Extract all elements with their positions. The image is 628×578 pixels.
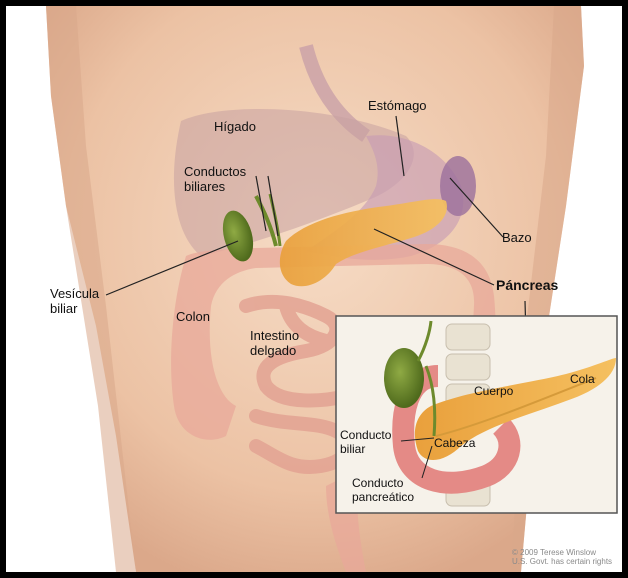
credit-line-1: © 2009 Terese Winslow <box>512 548 596 557</box>
credit-line-2: U.S. Govt. has certain rights <box>512 557 612 566</box>
label-vesicula-2: biliar <box>50 301 77 316</box>
label-higado: Hígado <box>214 119 256 134</box>
label-conducto-pancreatico-1: Conducto <box>352 476 403 490</box>
label-intestino-2: delgado <box>250 343 296 358</box>
label-conducto-biliar-1: Conducto <box>340 428 391 442</box>
label-bazo: Bazo <box>502 230 532 245</box>
label-conductos-1: Conductos <box>184 164 246 179</box>
label-vesicula-1: Vesícula <box>50 286 99 301</box>
label-colon: Colon <box>176 309 210 324</box>
label-cabeza: Cabeza <box>434 436 475 450</box>
label-intestino-1: Intestino <box>250 328 299 343</box>
label-conducto-pancreatico-2: pancreático <box>352 490 414 504</box>
label-estomago: Estómago <box>368 98 427 113</box>
label-conducto-biliar-2: biliar <box>340 442 365 456</box>
inset-gallbladder <box>384 348 424 408</box>
label-pancreas: Páncreas <box>496 278 558 293</box>
label-cola: Cola <box>570 372 595 386</box>
label-conductos-2: biliares <box>184 179 225 194</box>
label-cuerpo: Cuerpo <box>474 384 513 398</box>
